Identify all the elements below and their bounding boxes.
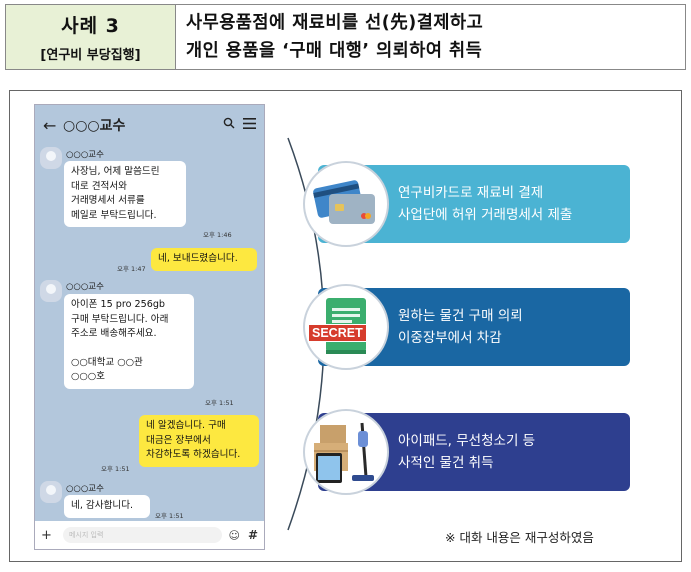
chat-top-bar: ← ○○○교수 [35,105,264,145]
message-time: 오후 1:51 [205,399,234,407]
bubble-line: ○○○호 [71,371,105,382]
bubble-line: 사장님, 어제 말씀드린 [71,166,160,177]
message-sender: ○○○교수 [66,484,104,494]
avatar [40,280,62,302]
case-description-line2: 개인 용품을 ‘구매 대행’ 의뢰하여 취득 [186,41,483,61]
message-time: 오후 1:47 [117,265,146,273]
bubble-line: 구매 부탁드립니다. 아래 [71,313,169,325]
message-time: 오후 1:46 [203,231,232,239]
menu-icon[interactable] [243,117,256,133]
illustration-frame [9,90,682,562]
bubble-line: ○○대학교 ○○관 [71,356,143,368]
case-description-cell: 사무용품점에 재료비를 선(先)결제하고 개인 용품을 ‘구매 대행’ 의뢰하여… [176,5,685,69]
case-category: [연구비 부당집행] [40,48,141,63]
message-input-bar: + 메시지 입력 ☺ # [35,521,264,549]
bubble-line: 거래명세서 서류를 [71,195,145,206]
bubble-line: 아이폰 15 pro 256gb [71,299,166,310]
search-icon[interactable] [223,117,235,133]
back-arrow-icon[interactable]: ← [43,115,57,135]
message-input[interactable]: 메시지 입력 [63,527,223,543]
panel-line1: 아이패드, 무선청소기 등 [398,433,536,449]
bubble-line [71,342,187,356]
emoji-icon[interactable]: ☺ [228,528,240,542]
message-time: 오후 1:51 [155,512,184,520]
panel-line1: 연구비카드로 재료비 결제 [398,185,544,201]
bubble-line: 차감하도록 하겠습니다. [146,449,241,460]
panel-line2: 사적인 물건 취득 [398,455,494,471]
bubble-line: 네 알겠습니다. 구매 [146,420,226,431]
message-time: 오후 1:51 [101,465,130,473]
disclaimer-note: ※ 대화 내용은 재구성하였음 [445,530,594,545]
case-label-cell: 사례 3 [연구비 부당집행] [6,5,176,69]
case-description-line1: 사무용품점에 재료비를 선(先)결제하고 [186,13,484,33]
hash-button[interactable]: # [247,528,258,542]
panel-line1: 원하는 물건 구매 의뢰 [398,308,523,324]
panel-line2: 사업단에 허위 거래명세서 제출 [398,207,573,223]
chat-bubble: 네, 감사합니다. [64,495,150,518]
case-header: 사례 3 [연구비 부당집행] 사무용품점에 재료비를 선(先)결제하고 개인 … [5,4,686,70]
chat-bubble: 네 알겠습니다. 구매 대금은 장부에서 차감하도록 하겠습니다. [139,415,259,467]
chat-room-title: ○○○교수 [63,118,126,134]
avatar [40,147,62,169]
credit-card-icon [303,161,389,247]
chat-bubble: 네, 보내드렸습니다. [151,248,257,271]
case-title: 사례 3 [61,15,120,37]
chat-screen: ← ○○○교수 ○○○교수 사장님, 어제 말씀드린 대로 견적서와 거래명세서… [34,104,265,550]
message-sender: ○○○교수 [66,150,104,160]
ipad-vacuum-icon [303,409,389,495]
avatar [40,481,62,503]
secret-stamp: SECRET [308,324,367,342]
message-sender: ○○○교수 [66,282,104,292]
bubble-line: 네, 감사합니다. [71,500,134,511]
panel-line2: 이중장부에서 차감 [398,330,502,346]
chat-bubble: 아이폰 15 pro 256gb 구매 부탁드립니다. 아래 주소로 배송해주세… [64,294,194,389]
bubble-line: 주소로 배송해주세요. [71,328,157,339]
bubble-line: 대금은 장부에서 [146,434,211,446]
add-attachment-button[interactable]: + [41,527,52,543]
bubble-line: 메일로 부탁드립니다. [71,209,157,221]
secret-ledger-icon: SECRET [303,284,389,370]
bubble-line: 네, 보내드렸습니다. [158,253,238,264]
chat-bubble: 사장님, 어제 말씀드린 대로 견적서와 거래명세서 서류를 메일로 부탁드립니… [64,161,186,227]
bubble-line: 대로 견적서와 [71,180,128,192]
